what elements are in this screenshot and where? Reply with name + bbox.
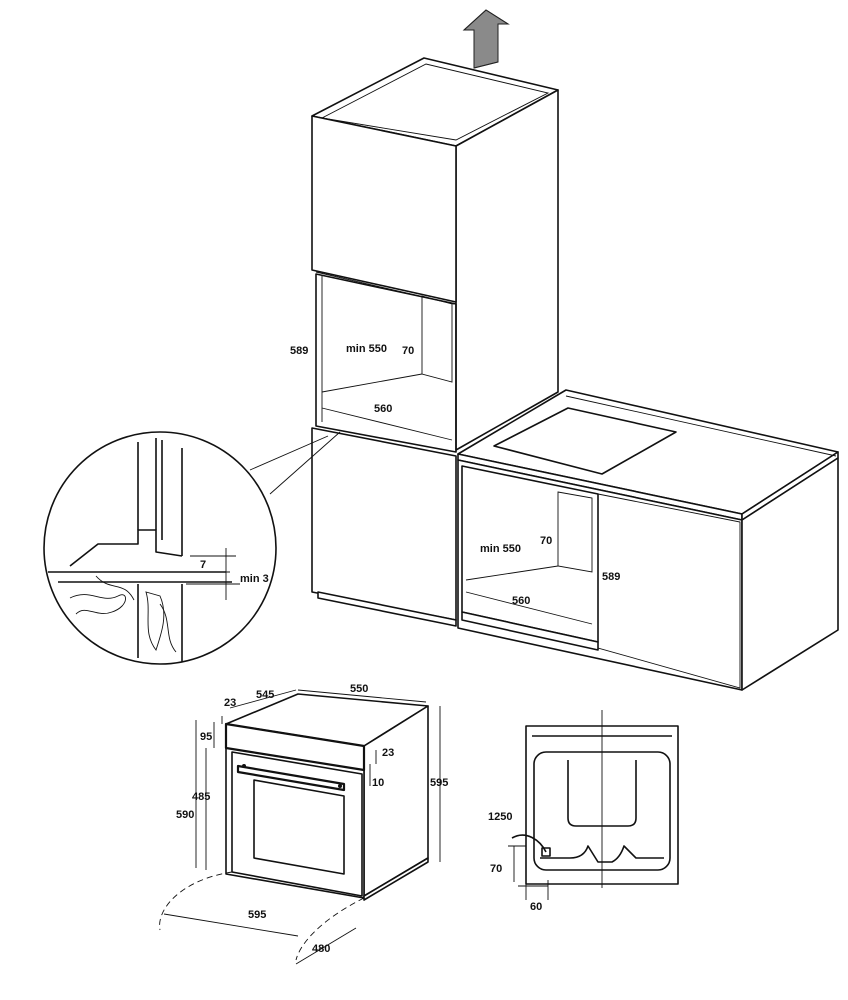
- label-detail-gap-top: 7: [200, 559, 206, 571]
- label-counter-min-depth: min 550: [480, 543, 521, 555]
- label-oven-front-height: 590: [176, 809, 194, 821]
- counter-cabinet: [457, 389, 839, 691]
- label-rear-cable-length: 1250: [488, 811, 512, 823]
- label-rear-socket-offset: 60: [530, 901, 542, 913]
- labels: 589 min 550 70 560 7 min 3 min 550 70 56…: [176, 343, 620, 955]
- label-oven-door-open-depth: 480: [312, 943, 330, 955]
- rear-view: [508, 710, 679, 900]
- label-oven-top-gap: 23: [382, 747, 394, 759]
- label-oven-depth-body: 545: [256, 689, 274, 701]
- label-counter-back-gap: 70: [540, 535, 552, 547]
- label-oven-inner-height: 485: [192, 791, 210, 803]
- label-oven-front-offset: 23: [224, 697, 236, 709]
- label-detail-gap-min: min 3: [240, 573, 269, 585]
- label-counter-opening-height: 589: [602, 571, 620, 583]
- label-oven-total-height: 595: [430, 777, 448, 789]
- label-oven-front-width: 595: [248, 909, 266, 921]
- label-tall-opening-width: 560: [374, 403, 392, 415]
- label-counter-opening-width: 560: [512, 595, 530, 607]
- label-tall-back-gap: 70: [402, 345, 414, 357]
- tall-cabinet: [311, 57, 559, 627]
- label-oven-handle-gap: 10: [372, 777, 384, 789]
- label-tall-opening-height: 589: [290, 345, 308, 357]
- label-rear-socket-height: 70: [490, 863, 502, 875]
- label-oven-width-body: 550: [350, 683, 368, 695]
- label-tall-min-depth: min 550: [346, 343, 387, 355]
- label-oven-panel-height: 95: [200, 731, 212, 743]
- oven-unit: [159, 693, 429, 961]
- ventilation-arrow-icon: [462, 9, 510, 69]
- oven-dimension-lines: [163, 689, 441, 965]
- detail-magnifier: [43, 431, 341, 665]
